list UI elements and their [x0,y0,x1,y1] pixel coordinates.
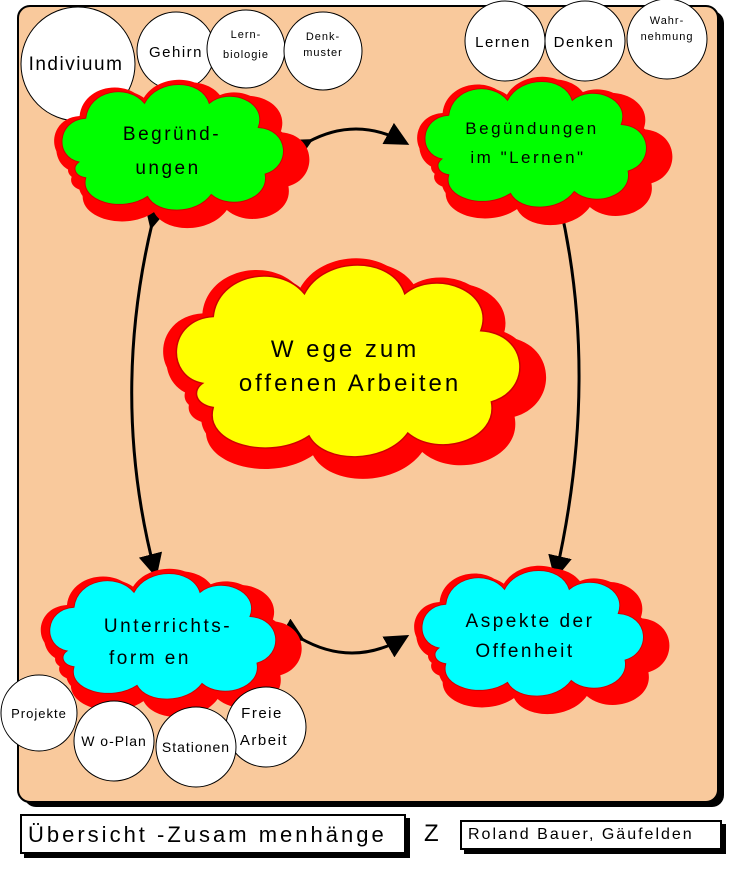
bubble-denkmuster [283,11,363,91]
bubble-freie-label-2: Arbeit [240,732,288,749]
footer-title: Übersicht -Zusam menhänge [28,822,387,847]
bubbles-top-right: Lernen Denken Wahr- nehmung [464,0,708,82]
cloud-center-line2: offenen Arbeiten [239,370,461,397]
bubble-wahrnehmung-label-2: nehmung [641,31,694,43]
arrow-right [548,204,581,580]
arrow-left [130,203,168,578]
cloud-aspekte: Aspekte der Offenheit [414,565,670,715]
cloud-unterrichtsformen-line1: Unterrichts- [104,616,232,637]
cloud-center: W ege zum offenen Arbeiten [163,258,547,479]
bubble-lernbiologie-label-2: biologie [223,49,269,61]
bubble-denkmuster-label-1: Denk- [306,31,340,43]
connector-arrows [130,122,581,658]
bubble-lernbiologie-label-1: Lern- [231,29,262,41]
cloud-aspekte-line2: Offenheit [475,641,574,662]
footer-author: Roland Bauer, Gäufelden [468,826,694,843]
cloud-unterrichtsformen: Unterrichts- form en [40,568,302,718]
bubble-lernen-label: Lernen [475,34,531,51]
bubbles-bottom-left: Projekte W o-Plan Stationen Freie Arbeit [0,674,307,788]
cloud-begruendungen: Begründ- ungen [54,79,310,229]
footer-author-box: Roland Bauer, Gäufelden [460,820,722,850]
bubble-woplan [73,700,155,782]
bubble-freie-label-1: Freie [241,705,283,722]
bubble-stationen-label: Stationen [162,739,230,755]
bubble-stationen [155,706,237,788]
cloud-begruendungen-lernen-line1: Begündungen [465,119,598,138]
cloud-begruendungen-lernen: Begündungen im "Lernen" [417,76,673,226]
bubble-gehirn-label: Gehirn [149,44,203,61]
arrow-bottom [278,618,410,658]
cloud-begruendungen-lernen-line2: im "Lernen" [470,148,585,167]
footer-mark: Z [424,820,439,847]
cloud-center-line1: W ege zum [271,336,419,363]
bubble-woplan-label: W o-Plan [81,733,147,749]
bubble-freie-arbeit [225,686,307,768]
bubble-projekte-label: Projekte [11,706,67,721]
bubble-wahrnehmung-label-1: Wahr- [650,15,685,27]
arrow-top [286,122,410,162]
footer-title-box: Übersicht -Zusam menhänge [20,814,406,854]
bubble-projekte [0,674,78,752]
cloud-begruendungen-line1: Begründ- [123,124,221,145]
bubble-denken [544,0,626,82]
bubble-wahrnehmung [626,0,708,80]
bubble-denkmuster-label-2: muster [303,47,343,59]
cloud-unterrichtsformen-line2: form en [109,648,191,669]
bubble-denken-label: Denken [554,34,615,51]
bubble-indiviuum-label: Indiviuum [29,54,124,75]
cloud-aspekte-line1: Aspekte der [466,611,595,632]
cloud-begruendungen-line2: ungen [135,158,200,179]
